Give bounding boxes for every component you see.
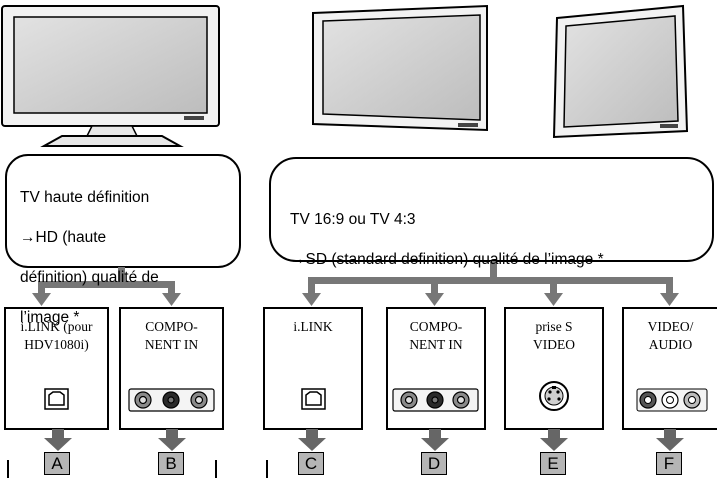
port-letter-f: F — [656, 452, 682, 475]
ilink-connector-icon — [301, 388, 326, 410]
port-label-f: VIDEO/ AUDIO — [647, 319, 694, 352]
sd-callout-line: TV 16:9 ou TV 4:3 — [290, 211, 416, 228]
branch-arrows — [32, 277, 679, 306]
standard-tv-icon — [552, 4, 689, 139]
port-letter-e: E — [540, 452, 566, 475]
hd-callout-line: →HD (haute — [20, 229, 107, 246]
hd-callout-line: l’image * — [20, 309, 80, 326]
ilink-connector-icon — [44, 388, 69, 410]
hd-callout-line: définition) qualité de — [20, 269, 159, 286]
port-label-a: i.LINK (pour HDV1080i) — [20, 319, 93, 352]
hd-callout-text: TV haute définition →HD (haute définitio… — [20, 168, 225, 348]
down-arrows — [44, 429, 684, 451]
port-letter-c: C — [298, 452, 324, 475]
sd-callout-text: TV 16:9 ou TV 4:3 →SD (standard definiti… — [290, 190, 710, 290]
component-jacks-icon — [392, 388, 479, 412]
port-letter-a: A — [44, 452, 70, 475]
widescreen-tv-icon — [312, 4, 488, 132]
port-label-c: i.LINK — [293, 319, 333, 334]
hd-callout-line: TV haute définition — [20, 189, 150, 206]
port-label-b: COMPO- NENT IN — [144, 319, 199, 352]
bottom-tick-marks — [7, 460, 268, 478]
port-label-e: prise S VIDEO — [533, 319, 575, 352]
hd-tv-icon — [1, 5, 220, 147]
svideo-jack-icon — [539, 381, 569, 411]
av-jacks-icon — [636, 388, 708, 412]
port-letter-b: B — [158, 452, 184, 475]
branch-connectors — [38, 261, 673, 288]
sd-callout-line: →SD (standard definition) qualité de l’i… — [290, 251, 604, 268]
port-label-d: COMPO- NENT IN — [409, 319, 463, 352]
component-jacks-icon — [128, 388, 215, 412]
port-letter-d: D — [421, 452, 447, 475]
